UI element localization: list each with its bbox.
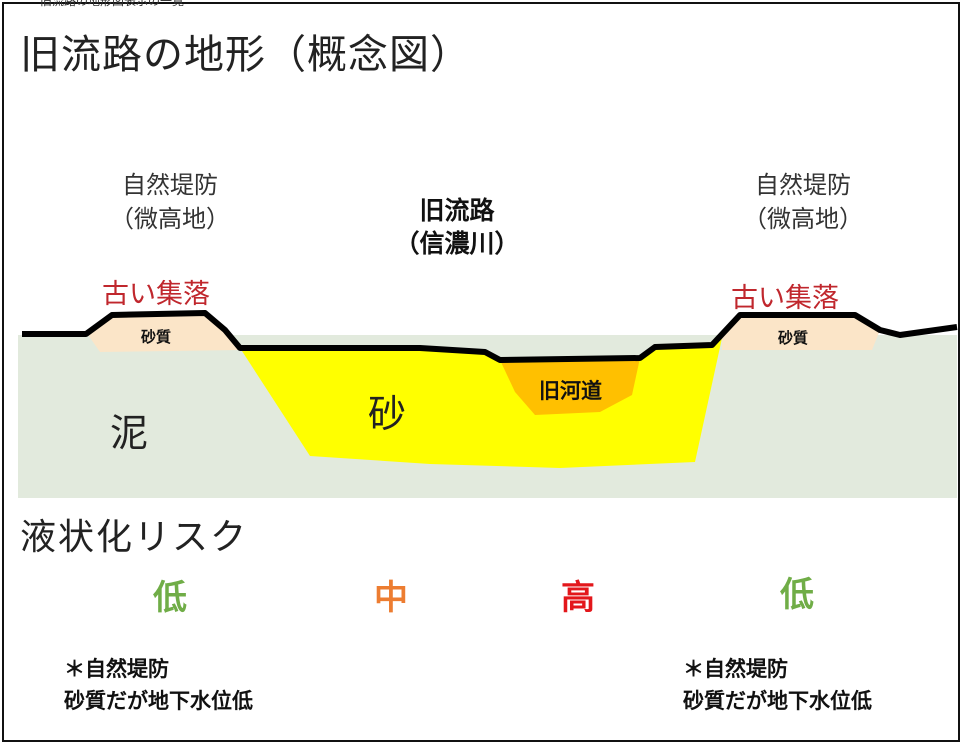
risk-level-old-channel: 高 [561,578,595,618]
risk-level-right-levee: 低 [780,575,814,615]
old-village-label-left: 古い集落 [102,279,210,310]
sandy-deposit-right [722,315,880,350]
ground-surface-line [22,310,958,363]
note-left: ＊自然堤防 砂質だが地下水位低 [64,653,253,717]
liquefaction-risk-heading: 液状化リスク [20,517,249,558]
old-channel-layer [500,358,640,415]
page-title: 旧流路の地形（概念図） [20,32,471,78]
risk-level-sand: 中 [374,578,408,618]
sand-label: 砂 [368,392,407,436]
sandy-label-left: 砂質 [141,328,172,346]
mud-label: 泥 [110,411,149,455]
levee-label-right-line2: （微高地） [743,205,863,233]
note-left-line2: 砂質だが地下水位低 [64,689,253,713]
top-caption-fragment: 旧流路の地形図表示の一覧 [40,0,185,8]
old-course-label-line2: （信濃川） [394,229,520,258]
sand-layer [240,338,722,468]
note-right: ＊自然堤防 砂質だが地下水位低 [683,653,872,717]
note-left-line1: ＊自然堤防 [64,657,169,681]
levee-label-right-line1: 自然堤防 [755,171,851,199]
levee-label-right: 自然堤防 （微高地） [733,168,873,236]
sandy-label-right: 砂質 [778,329,809,347]
levee-label-left-line1: 自然堤防 [122,171,218,199]
old-village-label-right: 古い集落 [731,283,839,314]
levee-label-left: 自然堤防 （微高地） [100,168,240,236]
old-channel-label: 旧河道 [539,379,602,403]
note-right-line1: ＊自然堤防 [683,657,788,681]
old-course-label-line1: 旧流路 [419,196,495,225]
old-course-label: 旧流路 （信濃川） [382,194,532,260]
sandy-deposit-left [86,313,240,352]
levee-label-left-line2: （微高地） [110,205,230,233]
risk-level-left-levee: 低 [153,578,187,618]
note-right-line2: 砂質だが地下水位低 [683,689,872,713]
